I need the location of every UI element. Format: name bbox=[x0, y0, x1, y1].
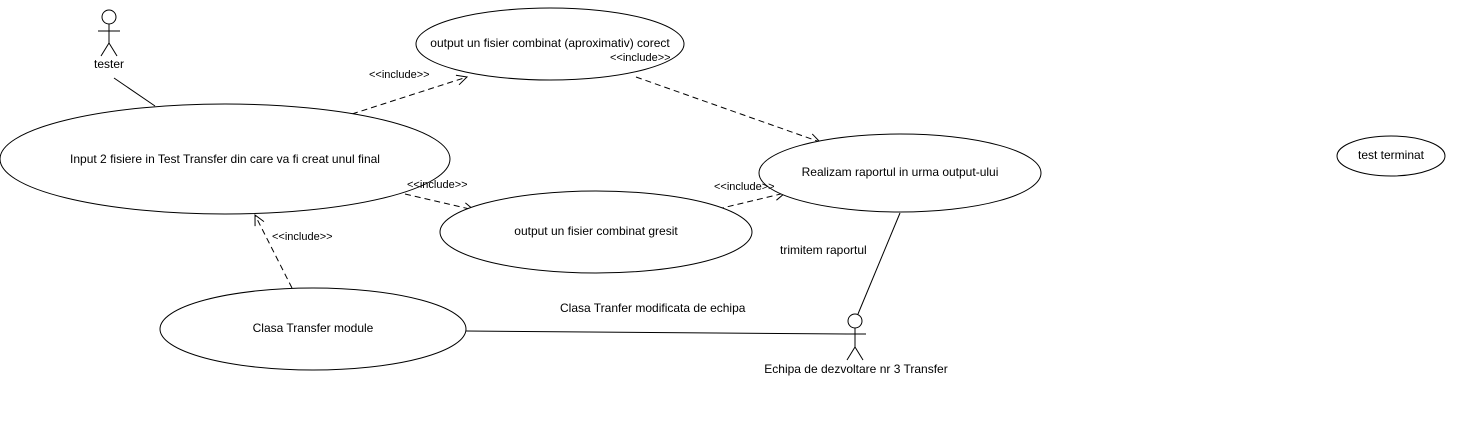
include-label-output-wrong-report: <<include>> bbox=[714, 181, 775, 193]
include-arrow-input-to-output-wrong bbox=[404, 193, 474, 210]
include-label-input-output-correct: <<include>> bbox=[369, 69, 430, 81]
include-label-output-correct-report: <<include>> bbox=[610, 52, 671, 64]
include-arrow-clasa-to-input bbox=[255, 215, 293, 289]
use-case-output-correct-label: output un fisier combinat (aproximativ) … bbox=[430, 36, 670, 50]
use-case-report[interactable]: Realizam raportul in urma output-ului bbox=[758, 133, 1042, 213]
actor-tester-label: tester bbox=[94, 57, 124, 71]
actor-echipa[interactable] bbox=[845, 313, 866, 361]
association-label-clasa-modificata: Clasa Tranfer modificata de echipa bbox=[560, 301, 746, 315]
use-case-input-files[interactable]: Input 2 fisiere in Test Transfer din car… bbox=[0, 103, 451, 215]
association-label-trimitem-raportul: trimitem raportul bbox=[780, 243, 867, 257]
use-case-output-correct[interactable]: output un fisier combinat (aproximativ) … bbox=[415, 7, 685, 81]
include-arrow-input-to-output-correct bbox=[351, 77, 467, 115]
use-case-clasa-transfer[interactable]: Clasa Transfer module bbox=[159, 287, 467, 371]
use-case-clasa-transfer-label: Clasa Transfer module bbox=[253, 321, 374, 335]
actor-echipa-label: Echipa de dezvoltare nr 3 Transfer bbox=[764, 362, 947, 376]
stick-figure-icon bbox=[98, 9, 120, 57]
include-arrow-output-wrong-to-report bbox=[717, 193, 785, 210]
association-line-clasa-to-echipa bbox=[465, 330, 848, 335]
use-case-output-wrong[interactable]: output un fisier combinat gresit bbox=[439, 190, 753, 274]
use-case-test-terminat-label: test terminat bbox=[1358, 148, 1425, 162]
use-case-report-label: Realizam raportul in urma output-ului bbox=[802, 165, 999, 179]
association-line-report-to-echipa bbox=[857, 212, 901, 315]
actor-tester[interactable] bbox=[98, 9, 120, 57]
use-case-input-files-label: Input 2 fisiere in Test Transfer din car… bbox=[70, 152, 380, 166]
use-case-output-wrong-label: output un fisier combinat gresit bbox=[514, 224, 678, 238]
use-case-test-terminat[interactable]: test terminat bbox=[1336, 135, 1446, 177]
stick-figure-icon bbox=[845, 313, 866, 361]
include-label-clasa-input: <<include>> bbox=[272, 231, 333, 243]
tester-association-line bbox=[113, 77, 156, 107]
include-arrow-output-correct-to-report bbox=[635, 76, 820, 142]
include-label-input-output-wrong: <<include>> bbox=[407, 179, 468, 191]
